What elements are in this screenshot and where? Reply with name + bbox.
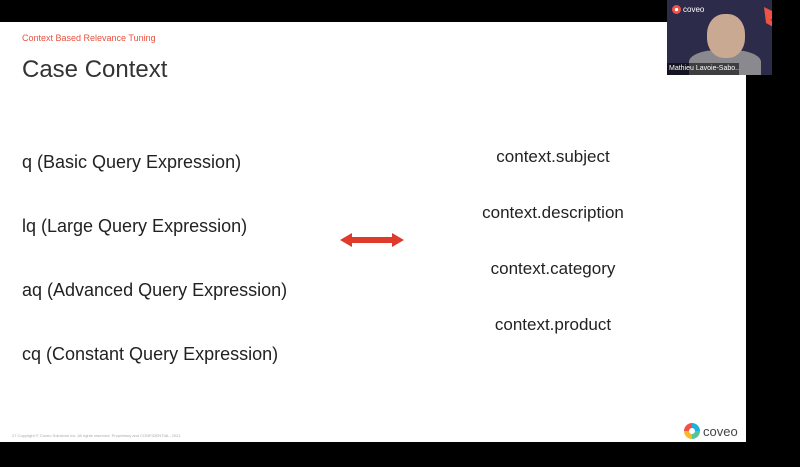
participant-name: Mathieu Lavoie-Sabo...	[667, 63, 739, 75]
coveo-logo-icon	[684, 423, 700, 439]
context-field-item: context.subject	[496, 147, 610, 166]
video-logo-text: coveo	[683, 5, 705, 14]
double-arrow-icon	[340, 232, 404, 253]
query-expression-item: lq (Large Query Expression)	[22, 216, 248, 236]
brand-swoosh-icon	[764, 7, 772, 27]
context-field-item: context.description	[482, 203, 624, 222]
participant-avatar	[707, 14, 745, 58]
coveo-logo-text: coveo	[703, 423, 738, 439]
slide-footer: 27 Copyright © Coveo Solutions Inc. All …	[12, 433, 181, 438]
context-field-item: context.product	[494, 315, 612, 334]
query-expression-item: aq (Advanced Query Expression)	[22, 280, 288, 300]
video-coveo-logo: coveo	[672, 5, 704, 14]
query-expression-item: q (Basic Query Expression)	[22, 152, 242, 172]
slide-title: Case Context	[22, 56, 168, 83]
context-field-item: context.category	[490, 259, 616, 278]
presentation-slide: Context Based Relevance Tuning Case Cont…	[0, 22, 746, 442]
query-expression-item: cq (Constant Query Expression)	[22, 344, 279, 364]
participant-video-tile[interactable]: coveo Mathieu Lavoie-Sabo...	[667, 0, 772, 75]
coveo-logo: coveo	[684, 423, 738, 439]
slide-subtitle: Context Based Relevance Tuning	[22, 33, 156, 43]
